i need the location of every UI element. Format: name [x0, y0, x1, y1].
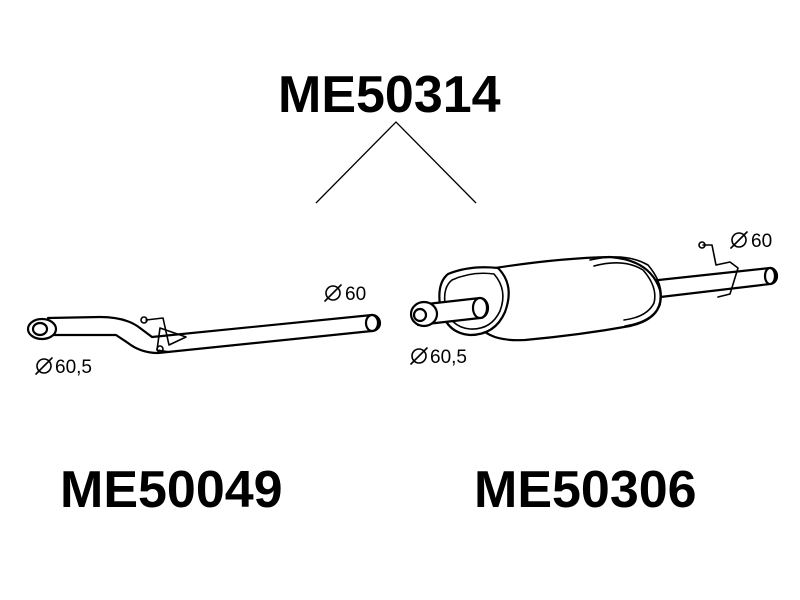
muffler-hanger: [702, 244, 739, 298]
diameter-symbol-icon: [731, 232, 747, 248]
muffler-part-number: ME50306: [474, 461, 697, 519]
muffler-outlet-diameter: 60: [751, 231, 772, 252]
front-pipe-drawing: [26, 313, 382, 355]
front-pipe-inlet-opening: [31, 321, 49, 337]
muffler-outlet: [763, 266, 777, 286]
front-pipe-body: [46, 313, 382, 355]
front-pipe-hanger-pin-lower: [156, 345, 164, 353]
muffler-rear-plate: [589, 256, 662, 327]
diameter-symbol-icon: [411, 348, 427, 364]
diameter-symbol-icon: [325, 285, 341, 301]
muffler-inlet-diameter: 60,5: [430, 347, 467, 368]
assembly-part-number: ME50314: [278, 66, 501, 124]
muffler-hanger-pin: [698, 241, 706, 249]
front-pipe-inlet-diameter: 60,5: [55, 357, 92, 378]
front-pipe-outlet: [364, 313, 380, 333]
muffler-inlet-opening: [412, 307, 428, 323]
front-pipe-hanger-pin: [140, 316, 148, 324]
diameter-symbol-icon: [36, 358, 52, 374]
assembly-leader-lines: [315, 121, 477, 204]
muffler-drawing: [409, 241, 779, 342]
front-pipe-outlet-diameter: 60: [345, 284, 366, 305]
front-pipe-part-number: ME50049: [60, 461, 283, 519]
